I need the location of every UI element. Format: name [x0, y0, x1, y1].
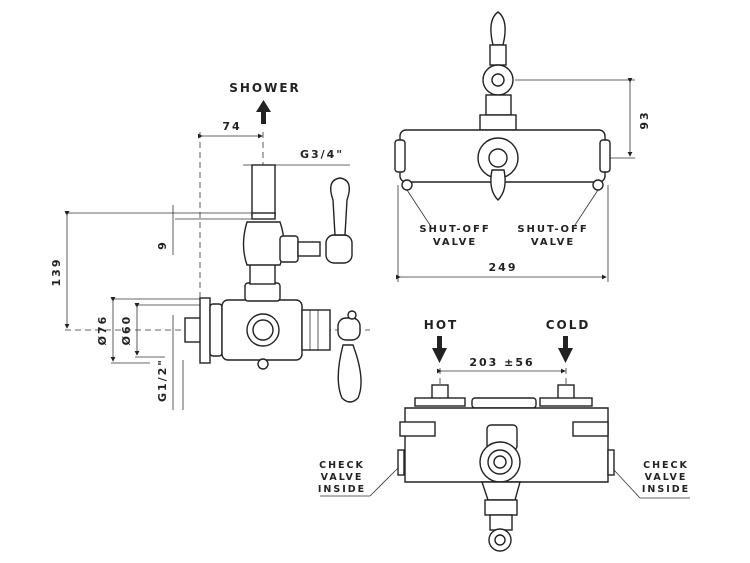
dim-203: 203 ±56: [469, 356, 534, 369]
dim-d76: Ø76: [96, 315, 109, 346]
dim-9: 9: [156, 240, 169, 250]
upper-handle: [325, 177, 353, 264]
check-left-line3: INSIDE: [318, 484, 366, 495]
dim-g12: G1/2": [156, 358, 169, 402]
check-right-line2: VALVE: [645, 472, 688, 483]
cold-arrow-icon: [558, 336, 573, 363]
dim-249: 249: [489, 261, 518, 274]
dim-139: 139: [50, 258, 63, 287]
cold-label: COLD: [546, 318, 591, 332]
shutoff-right-line1: SHUT-OFF: [517, 224, 588, 235]
shutoff-right-line2: VALVE: [531, 237, 575, 248]
top-handle: [490, 11, 506, 46]
hot-arrow-icon: [432, 336, 447, 363]
dim-93: 93: [638, 110, 651, 129]
shower-label: SHOWER: [229, 81, 301, 95]
shower-arrow-icon: [256, 100, 271, 124]
side-view: SHOWER 74 G3/4" 9 139 Ø76 Ø60 G1/2": [50, 81, 370, 410]
dim-g34: G3/4": [300, 148, 344, 161]
hot-label: HOT: [424, 318, 458, 332]
front-view: HOT COLD 203 ±56 CHECK VALVE INSIDE: [318, 318, 690, 552]
lower-handle: [337, 310, 362, 403]
check-left-line2: VALVE: [321, 472, 364, 483]
check-right-line3: INSIDE: [642, 484, 690, 495]
shutoff-left-line1: SHUT-OFF: [419, 224, 490, 235]
top-view: 93 SHUT-OFF VALVE SHUT-OFF VALVE 249: [394, 11, 651, 282]
check-right-line1: CHECK: [643, 460, 689, 471]
shutoff-left-line2: VALVE: [433, 237, 477, 248]
dim-74: 74: [222, 120, 241, 133]
wall-plate: [199, 297, 211, 364]
dim-d60: Ø60: [120, 315, 133, 346]
check-left-line1: CHECK: [319, 460, 365, 471]
